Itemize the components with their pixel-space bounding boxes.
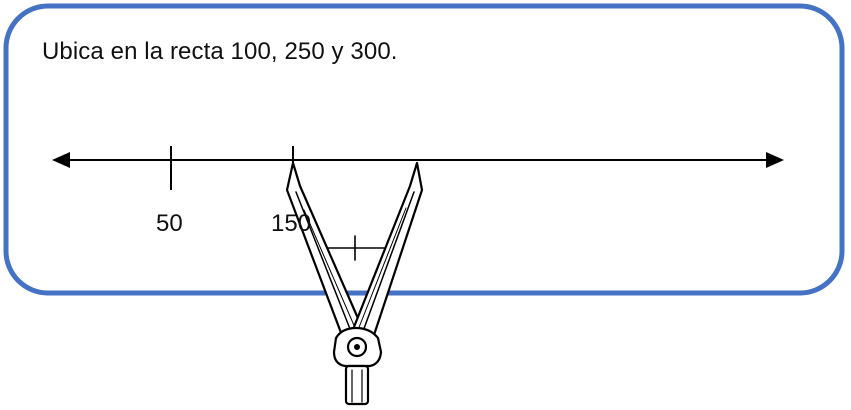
compass-hinge-screw-center bbox=[354, 344, 360, 350]
compass-right-leg-groove-2 bbox=[357, 207, 407, 331]
compass-right-leg bbox=[350, 161, 424, 340]
compass-right-leg-groove bbox=[361, 191, 415, 335]
compass-left-leg-groove bbox=[295, 191, 353, 335]
tick-label-150: 150 bbox=[271, 210, 312, 237]
exercise-frame bbox=[3, 3, 845, 296]
arrow-right-icon bbox=[766, 152, 784, 168]
compass-left-leg-groove-2 bbox=[303, 209, 357, 331]
instruction-text: Ubica en la recta 100, 250 y 300. bbox=[42, 38, 398, 65]
arrow-left-icon bbox=[52, 152, 70, 168]
compass-left-leg bbox=[285, 161, 366, 340]
compass-icon bbox=[285, 161, 424, 406]
tick-label-50: 50 bbox=[156, 210, 183, 237]
number-line bbox=[52, 146, 784, 190]
compass-handle bbox=[344, 364, 370, 406]
